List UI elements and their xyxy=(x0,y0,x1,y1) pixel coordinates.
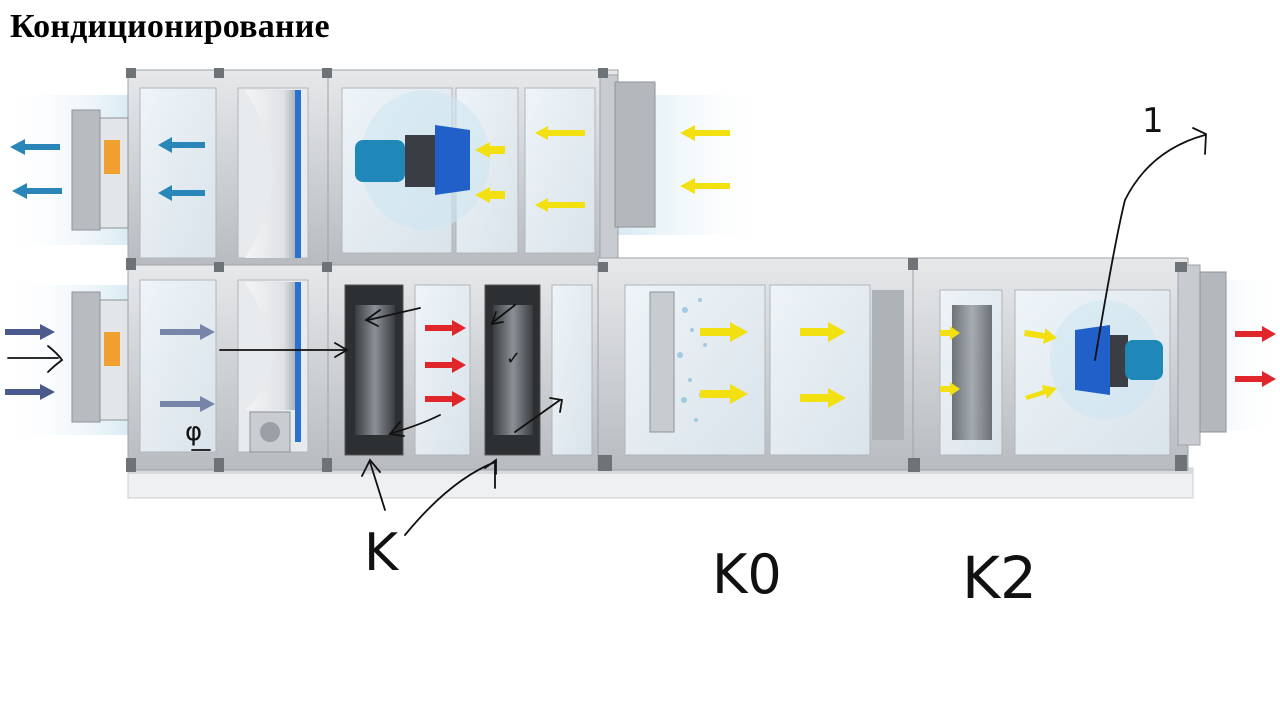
k-arrow-left xyxy=(361,458,386,511)
supply-fan-motor xyxy=(1050,300,1163,420)
exhaust-arrows xyxy=(10,137,205,201)
label-check: ✓ xyxy=(506,348,521,369)
unit-base xyxy=(127,467,1194,499)
humidifier-section xyxy=(597,257,914,471)
coil-top-arrow xyxy=(364,307,421,327)
label-k2: K2 xyxy=(962,544,1037,612)
frame-corners xyxy=(126,68,1187,472)
label-phi: φ xyxy=(185,417,202,447)
handwritten-labels: K K0 K2 φ 1 ✓ xyxy=(185,101,1164,612)
k-arrow-right xyxy=(404,458,497,536)
heater-coil-section xyxy=(327,264,599,471)
label-k: K xyxy=(364,523,400,583)
left-dampers xyxy=(71,109,129,423)
coil-pointer-arrow xyxy=(219,342,349,358)
coil-bottom-arrow xyxy=(388,414,441,437)
fan-to-label-arrow xyxy=(1094,127,1207,361)
label-k0: K0 xyxy=(712,543,782,606)
lower-left-section xyxy=(127,264,329,471)
slide-title: Кондиционирование xyxy=(10,8,330,45)
handwritten-annotations xyxy=(7,127,1207,536)
second-coil-bottom-arrow xyxy=(514,397,564,433)
intake-arrows xyxy=(5,324,215,412)
intake-annotation-arrow xyxy=(7,345,64,373)
second-coil-top-arrow xyxy=(490,304,516,326)
label-one: 1 xyxy=(1142,101,1164,141)
exhaust-fan-motor xyxy=(355,90,490,230)
upper-right-duct xyxy=(614,81,656,228)
fresh-air-arrows xyxy=(475,125,1057,408)
warm-air-arrows xyxy=(425,320,1276,407)
